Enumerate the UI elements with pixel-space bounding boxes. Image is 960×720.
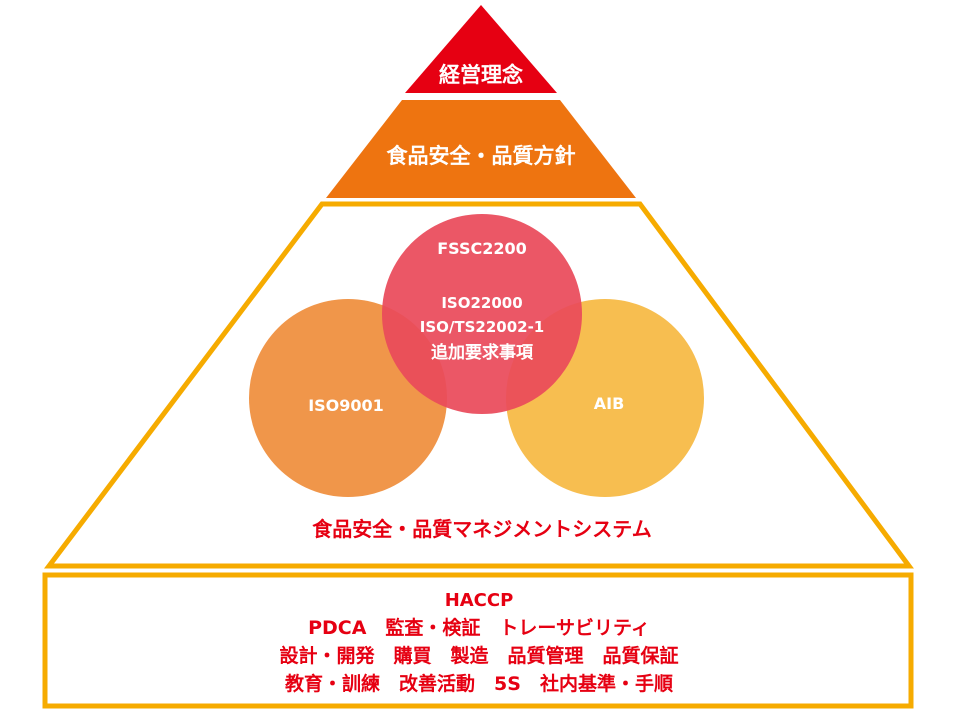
top-tier-label: 経営理念 <box>439 63 523 87</box>
pyramid-system-tier <box>43 201 914 569</box>
system-tier-label: 食品安全・品質マネジメントシステム <box>312 517 651 541</box>
fssc-title: FSSC2200 <box>437 239 527 258</box>
foundation-line-haccp: HACCP <box>445 590 514 611</box>
fssc-line-additional: 追加要求事項 <box>431 342 534 363</box>
foundation-box <box>42 572 914 709</box>
iso9001-title: ISO9001 <box>308 396 384 415</box>
fssc-line-iso22000: ISO22000 <box>441 294 522 312</box>
pyramid-top-tier <box>405 5 557 93</box>
fssc-circle <box>382 214 582 414</box>
pyramid-policy-tier <box>326 100 636 198</box>
fssc-line-iso-ts: ISO/TS22002-1 <box>420 318 545 336</box>
aib-title: AIB <box>594 394 625 413</box>
foundation-line-pdca: PDCA 監査・検証 トレーサビリティ <box>308 616 650 639</box>
foundation-line-processes: 設計・開発 購買 製造 品質管理 品質保証 <box>279 644 678 667</box>
policy-tier-label: 食品安全・品質方針 <box>387 144 576 168</box>
foundation-line-improvement: 教育・訓練 改善活動 5S 社内基準・手順 <box>285 672 674 695</box>
